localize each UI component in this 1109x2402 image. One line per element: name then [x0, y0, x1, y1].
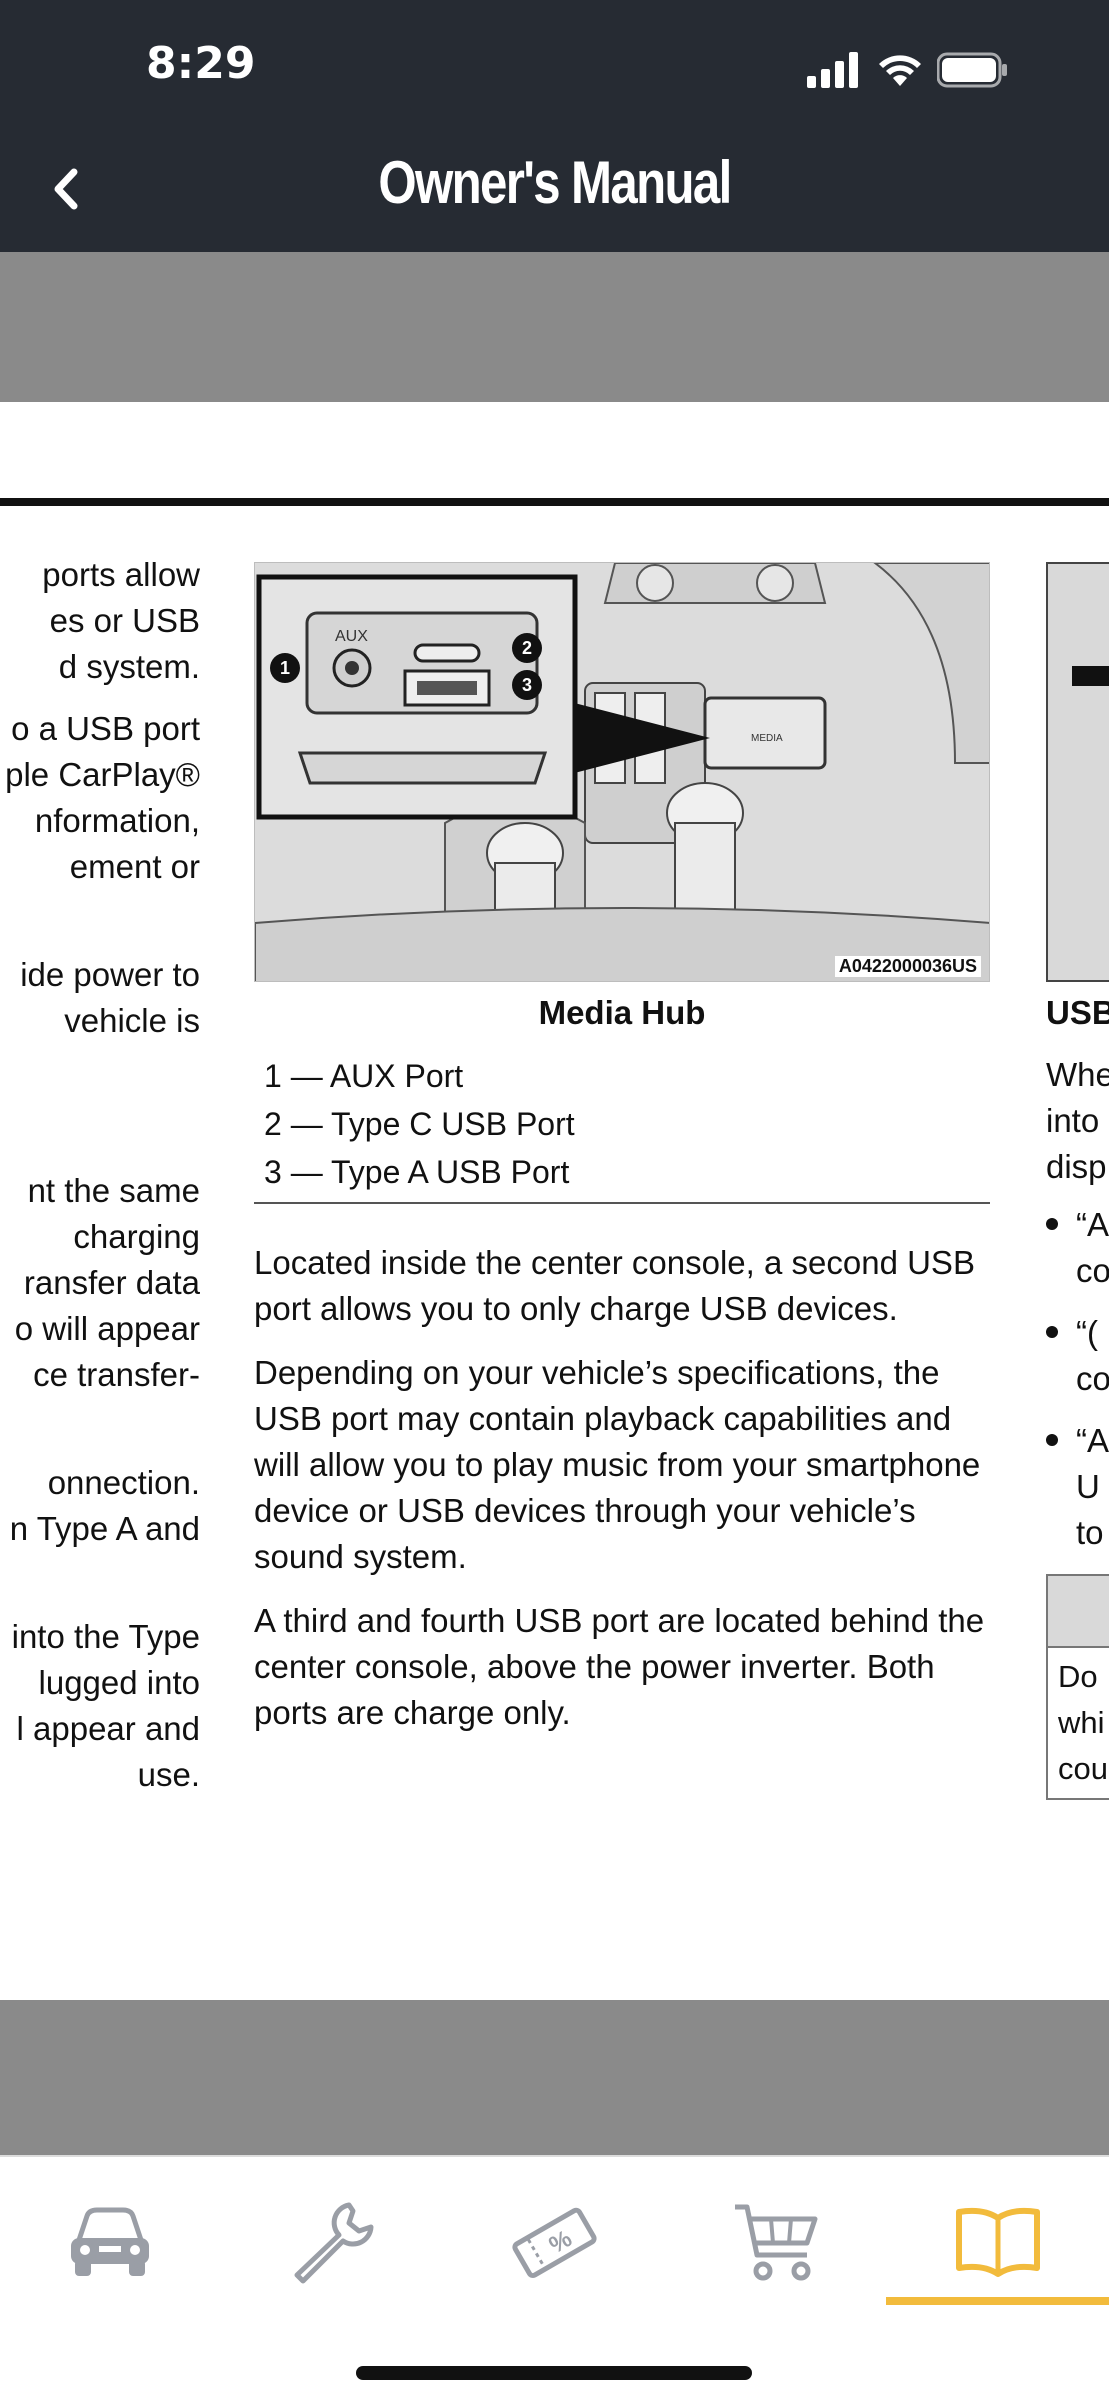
- right-table: Do whi cou: [1046, 1574, 1109, 1800]
- text-line: charging: [73, 1218, 200, 1255]
- back-button[interactable]: [38, 154, 98, 224]
- text-line: ement or: [69, 848, 200, 885]
- tab-shop[interactable]: [716, 2187, 836, 2297]
- media-hub-figure: MEDIA AUX: [254, 562, 990, 982]
- status-time: 8:29: [146, 38, 256, 89]
- text-line: es or USB: [49, 602, 200, 639]
- body-text: Located inside the center console, a sec…: [254, 1240, 990, 1736]
- home-indicator[interactable]: [356, 2366, 752, 2380]
- text-line: “A: [1076, 1422, 1109, 1459]
- text-line: whi: [1058, 1705, 1105, 1740]
- text-line: o a USB port: [11, 710, 200, 747]
- text-line: to: [1076, 1514, 1104, 1551]
- cart-icon: [735, 2204, 818, 2281]
- text-line: disp: [1046, 1148, 1107, 1185]
- text-line: nt the same: [27, 1172, 200, 1209]
- status-bar: 8:29: [0, 0, 1109, 130]
- text-line: onnection.: [47, 1464, 200, 1501]
- figure-caption: Media Hub: [538, 994, 706, 1031]
- list-item: “A co: [1046, 1202, 1109, 1294]
- middle-column: MEDIA AUX: [254, 562, 990, 1754]
- wrench-icon: [294, 2202, 374, 2284]
- text-line: ransfer data: [23, 1264, 200, 1301]
- text-line: vehicle is: [64, 1002, 200, 1039]
- tab-bar: %: [0, 2155, 1109, 2402]
- text-line: ce transfer-: [33, 1356, 200, 1393]
- right-caption: USB: [1046, 994, 1109, 1031]
- tab-offers[interactable]: %: [494, 2187, 614, 2297]
- figure-code: A0422000036US: [834, 956, 981, 977]
- viewer-top-margin: [0, 252, 1109, 402]
- text-line: Whe: [1046, 1056, 1109, 1093]
- text-line: into the Type: [11, 1618, 200, 1655]
- right-figure: [1046, 562, 1109, 982]
- right-text: Whe into disp: [1046, 1052, 1109, 1190]
- media-slot-label: MEDIA: [751, 733, 783, 744]
- status-icons: [807, 48, 1009, 88]
- text-line: ple CarPlay®: [5, 756, 200, 793]
- paragraph: Depending on your vehicle’s specificatio…: [254, 1354, 981, 1575]
- text-line: into: [1046, 1102, 1100, 1139]
- text-line: ide power to: [20, 956, 200, 993]
- paragraph: A third and fourth USB port are located …: [254, 1602, 985, 1731]
- aux-label: AUX: [335, 628, 368, 645]
- callout-2: 2: [522, 638, 532, 658]
- callout-1: 1: [280, 658, 290, 678]
- left-column-text: ports allow es or USB d system. o a USB …: [0, 552, 200, 1798]
- legend-item: 1 — AUX Port: [264, 1058, 464, 1094]
- figure-legend: 1 — AUX Port 2 — Type C USB Port 3 — Typ…: [254, 1052, 990, 1204]
- active-tab-indicator: [886, 2297, 1109, 2305]
- text-line: nformation,: [34, 802, 200, 839]
- tab-service[interactable]: [272, 2187, 392, 2297]
- text-line: lugged into: [38, 1664, 200, 1701]
- text-line: l appear and: [16, 1710, 200, 1747]
- legend-item: 2 — Type C USB Port: [264, 1106, 575, 1142]
- text-line: use.: [137, 1756, 200, 1793]
- media-hub-illustration: MEDIA AUX: [255, 563, 989, 981]
- book-icon: [956, 2207, 1040, 2277]
- text-line: d system.: [58, 648, 200, 685]
- page-title: Owner's Manual: [378, 149, 732, 216]
- nav-bar: Owner's Manual: [0, 130, 1109, 252]
- text-line: Do: [1058, 1659, 1098, 1694]
- text-line: cou: [1058, 1751, 1108, 1786]
- text-line: o will appear: [14, 1310, 200, 1347]
- table-cell: Do whi cou: [1048, 1648, 1109, 1798]
- text-line: n Type A and: [9, 1510, 200, 1547]
- battery-icon: [937, 52, 1007, 88]
- coupon-icon: %: [512, 2207, 597, 2278]
- legend-item: 3 — Type A USB Port: [264, 1154, 570, 1190]
- text-line: “A: [1076, 1206, 1109, 1243]
- tab-vehicle[interactable]: [50, 2187, 170, 2297]
- paragraph: Located inside the center console, a sec…: [254, 1244, 975, 1327]
- callout-3: 3: [522, 675, 532, 695]
- wifi-icon: [879, 55, 921, 86]
- page-header-rule: [0, 498, 1109, 506]
- manual-page[interactable]: ports allow es or USB d system. o a USB …: [0, 402, 1109, 2000]
- text-line: U: [1076, 1468, 1100, 1505]
- text-line: ports allow: [42, 556, 200, 593]
- viewer-bottom-margin: [0, 2000, 1109, 2155]
- tab-manual[interactable]: [938, 2187, 1058, 2297]
- text-line: co: [1076, 1252, 1109, 1289]
- car-icon: [71, 2207, 149, 2276]
- text-line: “(: [1076, 1314, 1098, 1351]
- signal-icon: [807, 52, 858, 88]
- text-line: co: [1076, 1360, 1109, 1397]
- list-item: “( co: [1046, 1310, 1109, 1402]
- chevron-left-icon: [54, 168, 78, 210]
